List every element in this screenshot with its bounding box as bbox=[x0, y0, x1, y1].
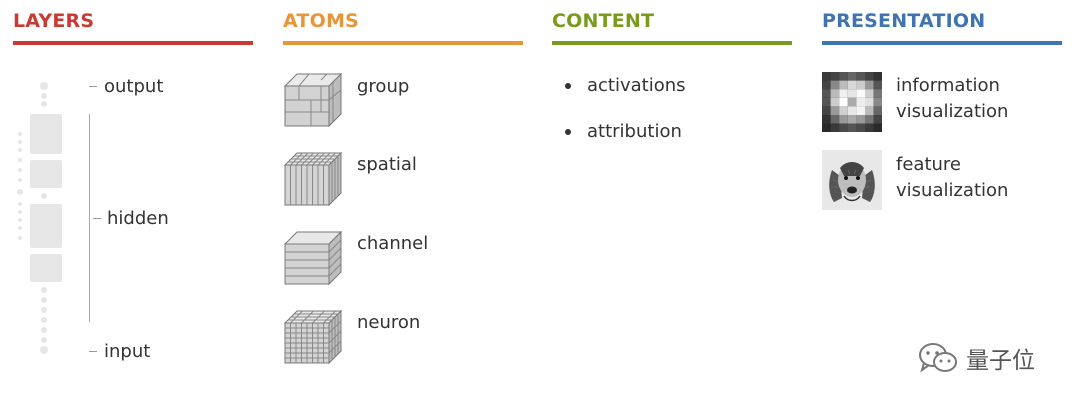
atom-neuron-label: neuron bbox=[357, 312, 421, 333]
presentation-information-line2: visualization bbox=[896, 101, 1009, 122]
layer-output-label: output bbox=[104, 76, 164, 97]
presentation-feature-line1: feature bbox=[896, 154, 961, 175]
neuron-cube-icon bbox=[283, 309, 343, 365]
atom-spatial-label: spatial bbox=[357, 154, 417, 175]
layer-hidden-label: hidden bbox=[107, 208, 169, 229]
watermark-text: 量子位 bbox=[966, 348, 1035, 374]
atoms-rule bbox=[283, 41, 523, 45]
network-layers-diagram bbox=[17, 82, 62, 354]
content-activations-label: activations bbox=[587, 75, 686, 96]
presentation-rule bbox=[822, 41, 1062, 45]
output-tick bbox=[89, 86, 97, 87]
content-title: CONTENT bbox=[552, 10, 655, 32]
layer-input-label: input bbox=[104, 341, 151, 362]
input-tick bbox=[89, 351, 97, 352]
presentation-information-line1: information bbox=[896, 75, 1000, 96]
content-bullet bbox=[565, 83, 571, 89]
hidden-tick bbox=[93, 218, 101, 219]
feature-visualization-icon bbox=[822, 150, 882, 210]
layers-title: LAYERS bbox=[13, 10, 95, 32]
layers-rule bbox=[13, 41, 253, 45]
hidden-bracket bbox=[89, 114, 90, 322]
presentation-feature-line2: visualization bbox=[896, 180, 1009, 201]
content-bullet bbox=[565, 129, 571, 135]
group-cube-icon bbox=[283, 72, 343, 128]
wechat-icon bbox=[919, 343, 957, 373]
presentation-title: PRESENTATION bbox=[822, 10, 986, 32]
content-attribution-label: attribution bbox=[587, 121, 682, 142]
atoms-title: ATOMS bbox=[283, 10, 359, 32]
watermark: 量子位 bbox=[918, 338, 1035, 378]
atom-group-label: group bbox=[357, 76, 410, 97]
atom-channel-label: channel bbox=[357, 233, 429, 254]
spatial-cube-icon bbox=[283, 151, 343, 207]
information-visualization-icon bbox=[822, 72, 882, 132]
content-rule bbox=[552, 41, 792, 45]
channel-cube-icon bbox=[283, 230, 343, 286]
